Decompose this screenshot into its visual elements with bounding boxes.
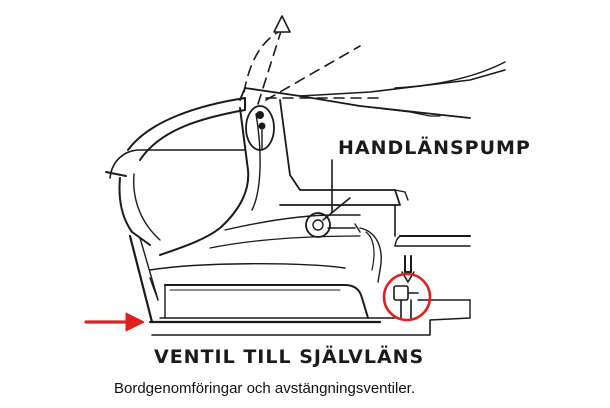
valve-leader-line — [151, 317, 471, 336]
transom-line — [128, 234, 154, 324]
red-arrow-icon — [84, 312, 145, 332]
seat-bulkhead — [159, 99, 409, 256]
transom-inner-line — [139, 237, 159, 301]
deck-right — [394, 204, 471, 247]
hand-pump — [305, 197, 382, 283]
self-bailer-valve — [393, 255, 471, 319]
figure-caption: Bordgenomföringar och avstängningsventil… — [114, 380, 416, 397]
valve-highlight-circle — [382, 272, 432, 322]
cockpit-floor — [148, 263, 396, 324]
hatch-swing-dashed — [243, 27, 381, 105]
label-valve: VENTIL TILL SJÄLVLÄNS — [154, 346, 425, 368]
label-hand-pump: HANDLÄNSPUMP — [338, 137, 531, 159]
swing-arrow-head — [273, 15, 291, 33]
hull-shell — [105, 97, 246, 246]
